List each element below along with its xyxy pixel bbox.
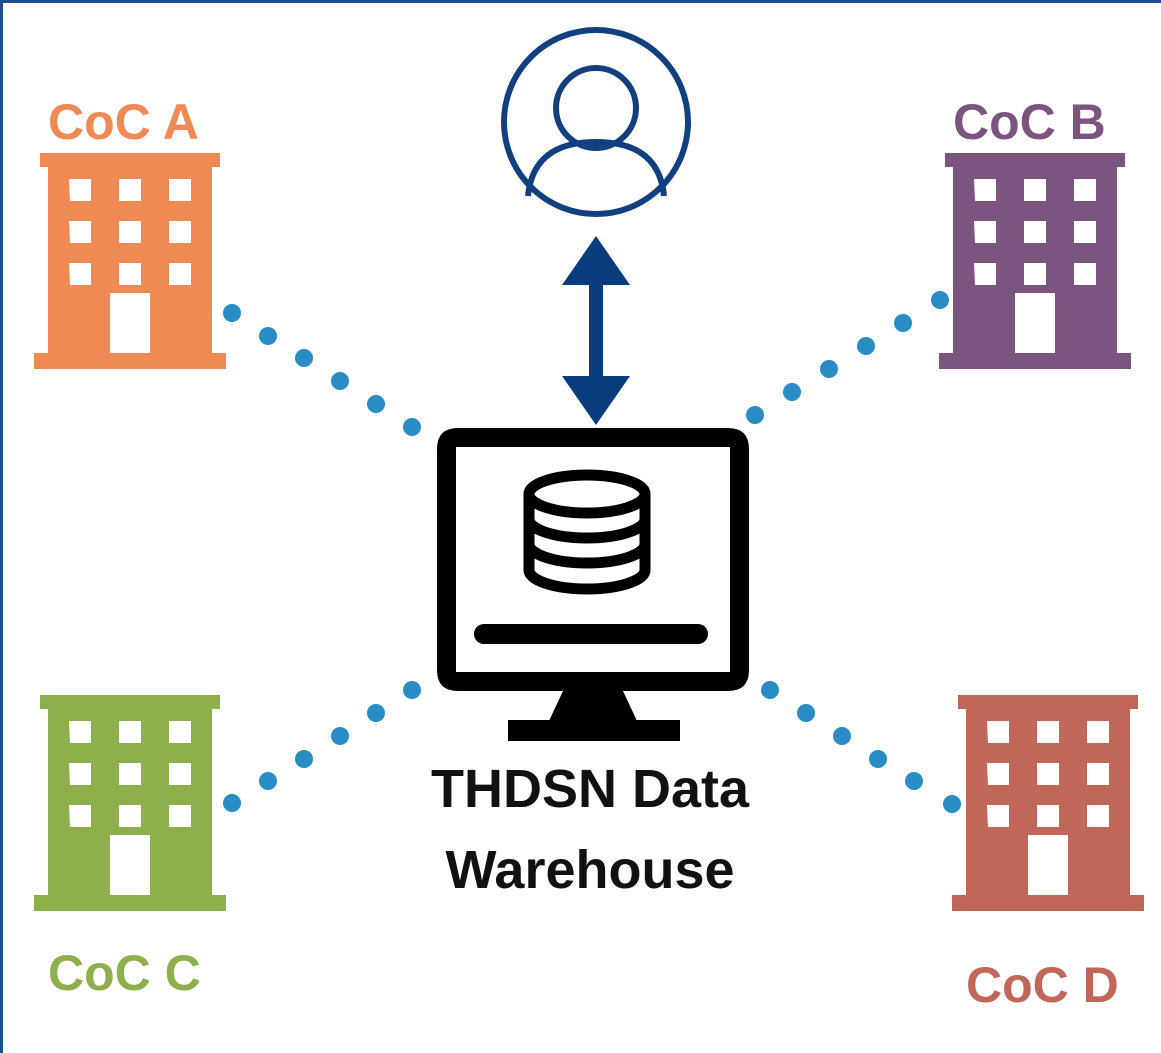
node-label-coc-d: CoC D xyxy=(966,957,1119,1013)
node-label-coc-c: CoC C xyxy=(48,945,201,1001)
monitor-database-icon xyxy=(437,428,749,741)
bidirectional-arrow-icon xyxy=(562,236,630,425)
connector-coc-c xyxy=(223,681,421,812)
building-icon-coc-a xyxy=(34,153,226,369)
building-icon-coc-d xyxy=(952,695,1144,911)
warehouse-title-line2: Warehouse xyxy=(445,840,735,900)
warehouse-title-line1: THDSN Data xyxy=(430,759,750,819)
node-label-coc-a: CoC A xyxy=(48,94,199,150)
connector-coc-b xyxy=(746,291,949,424)
node-label-coc-b: CoC B xyxy=(953,94,1106,150)
building-icon-coc-b xyxy=(939,153,1131,369)
connector-coc-d xyxy=(761,681,961,813)
user-circle-icon xyxy=(501,27,691,217)
building-icon-coc-c xyxy=(34,695,226,911)
connector-coc-a xyxy=(223,304,421,436)
